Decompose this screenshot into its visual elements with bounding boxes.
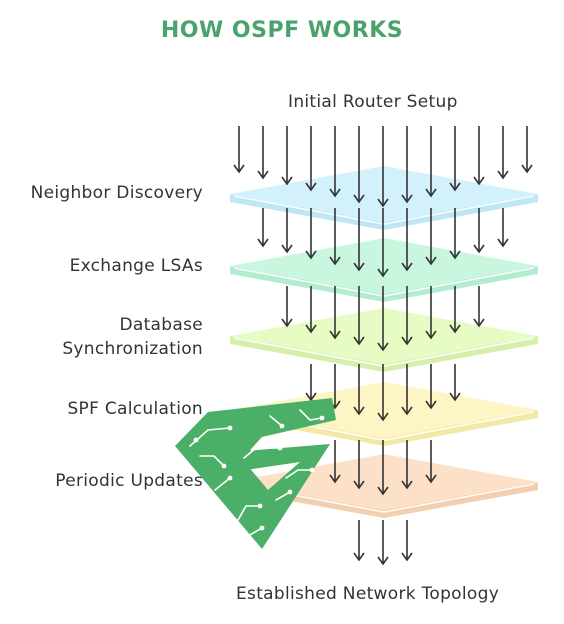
flow-arrow — [401, 208, 413, 272]
flow-arrow — [401, 126, 413, 204]
flow-arrow — [377, 364, 389, 422]
flow-arrow — [377, 208, 389, 278]
flow-arrow — [449, 208, 461, 260]
flow-arrow — [449, 286, 461, 334]
layer-plane-3 — [230, 308, 538, 372]
flow-arrow — [281, 286, 293, 328]
flow-arrow — [425, 126, 437, 198]
layer-label-database-synchronization: Database Synchronization — [62, 315, 203, 359]
flow-arrow — [305, 286, 317, 334]
flow-arrow — [401, 364, 413, 416]
flow-arrow — [281, 208, 293, 254]
flow-arrow — [353, 126, 365, 204]
flow-arrow — [425, 286, 437, 340]
flow-arrow — [305, 126, 317, 192]
flow-arrow — [257, 126, 269, 180]
flow-arrow — [497, 208, 509, 248]
flow-arrow — [329, 286, 341, 340]
diagram-title: HOW OSPF WORKS — [160, 18, 404, 43]
flow-arrow — [353, 520, 365, 562]
flow-arrow — [329, 208, 341, 266]
flow-arrow — [281, 126, 293, 186]
flow-arrow — [425, 364, 437, 410]
bottom-label: Established Network Topology — [236, 584, 500, 604]
flow-arrow — [497, 126, 509, 180]
flow-arrow — [401, 286, 413, 346]
layer-plane-2 — [230, 238, 538, 302]
flow-arrow — [473, 208, 485, 254]
flow-arrow — [377, 286, 389, 352]
layer-label-periodic-updates: Periodic Updates — [55, 471, 203, 491]
flow-arrow — [329, 440, 341, 484]
flow-arrow — [257, 208, 269, 248]
layer-plane-1 — [230, 166, 538, 230]
flow-arrow — [353, 286, 365, 346]
flow-arrow — [305, 364, 317, 402]
flow-arrow — [233, 126, 245, 174]
flow-arrow — [305, 208, 317, 260]
layer-label-neighbor-discovery: Neighbor Discovery — [30, 183, 203, 203]
flow-arrow — [377, 126, 389, 208]
flow-arrow — [401, 520, 413, 562]
flow-arrow — [473, 126, 485, 186]
flow-arrow — [353, 208, 365, 272]
flow-arrow — [449, 364, 461, 402]
flow-arrow — [449, 126, 461, 192]
layer-label-exchange-lsas: Exchange LSAs — [69, 256, 203, 276]
flow-arrow — [353, 440, 365, 490]
top-label: Initial Router Setup — [288, 92, 458, 112]
layer-label-spf-calculation: SPF Calculation — [67, 399, 203, 419]
flow-arrow — [425, 208, 437, 266]
flow-arrow — [377, 440, 389, 496]
flow-arrow — [425, 440, 437, 484]
flow-arrow — [377, 520, 389, 566]
circuit-chevron-logo-icon — [175, 398, 336, 549]
flow-arrow — [329, 126, 341, 198]
flow-arrow — [473, 286, 485, 328]
flow-arrow — [401, 440, 413, 490]
flow-arrow — [353, 364, 365, 416]
flow-arrow — [521, 126, 533, 174]
